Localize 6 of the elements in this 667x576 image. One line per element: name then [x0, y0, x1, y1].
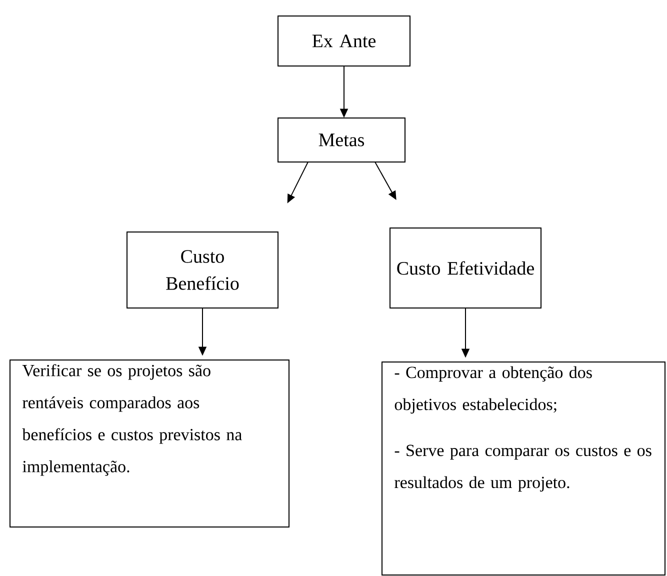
process-box: Ex Ante [278, 16, 410, 66]
process-box: Custo Efetividade [390, 228, 542, 308]
process-box: Custo Benefício [126, 232, 278, 308]
text-box: - Comprovar a obtenção dos objetivos estabelecidos; - Serve para comparar os custos e os resultados de um projeto. [382, 362, 666, 576]
process-box: Metas [278, 118, 406, 162]
text-box: Verificar se os projetos são rentáveis comparados aos benefícios e custos previstos na implementação. [10, 360, 290, 528]
